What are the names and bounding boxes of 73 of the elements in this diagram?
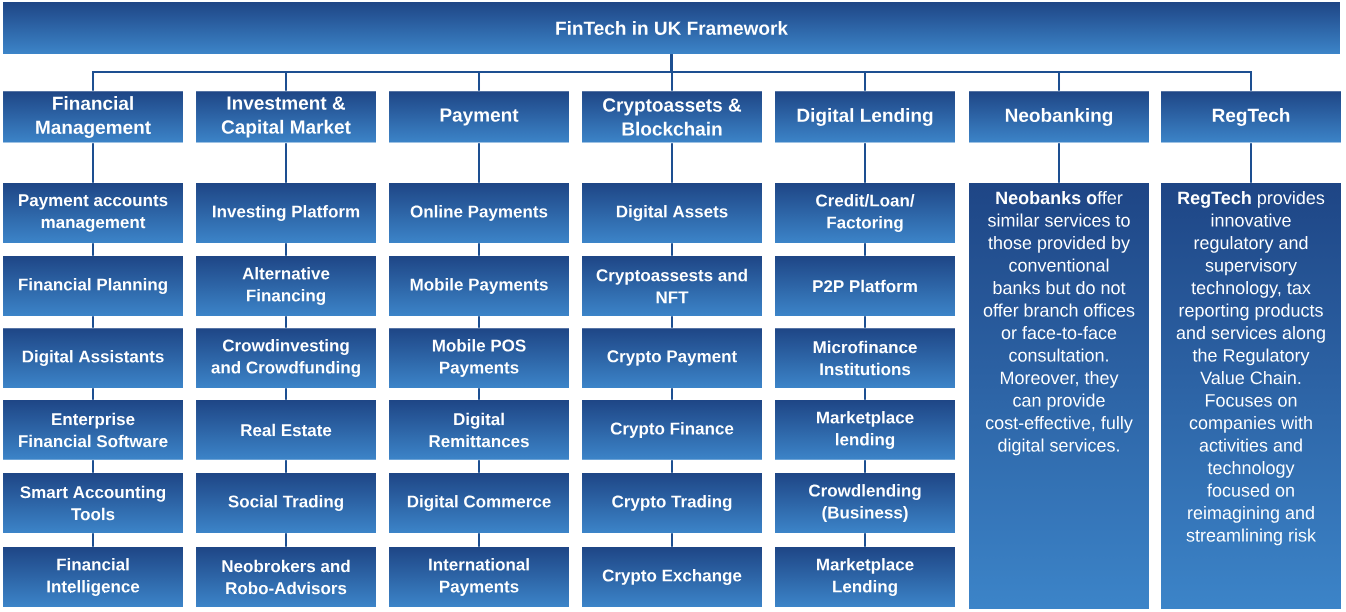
connector-line (864, 459, 866, 474)
connector-line (671, 142, 673, 184)
subcategory-label: International Payments (429, 558, 529, 596)
subcategory-label: Neobrokers and Robo-Advisors (222, 559, 350, 595)
category-title: Digital Lending (797, 108, 933, 126)
subcategory-label: Enterprise Financial Software (19, 412, 168, 448)
connector-line (671, 459, 673, 474)
subcategory-label: Digital Commerce (407, 495, 551, 511)
subcategory-label: Investing Platform (213, 205, 360, 221)
subcategory-label: Digital Remittances (429, 412, 529, 448)
connector-line (285, 532, 287, 548)
connector-line (478, 532, 480, 548)
connector-line (864, 315, 866, 329)
connector-line (864, 532, 866, 548)
connector-line (285, 459, 287, 474)
subcategory-label: Social Trading (228, 495, 343, 511)
connector-line (671, 532, 673, 548)
connector-line (1250, 142, 1252, 184)
connector-line (92, 387, 94, 401)
connector-line (1058, 142, 1060, 184)
subcategory-label: P2P Platform (813, 279, 917, 293)
subcategory-label: Digital Assets (616, 205, 728, 221)
subcategory-label: Online Payments (410, 205, 548, 221)
connector-line (92, 315, 94, 329)
subcategory-label: Cryptoassests and NFT (596, 268, 747, 304)
category-title: Financial Management (36, 96, 151, 138)
subcategory-label: Digital Assistants (22, 350, 164, 366)
subcategory-label: Crypto Payment (607, 350, 737, 366)
connector-line (864, 387, 866, 401)
subcategory-label: Financial Planning (19, 278, 167, 294)
subcategory-label: Financial Intelligence (47, 558, 140, 596)
category-title: Investment & Capital Market (221, 96, 351, 138)
connector-line (285, 315, 287, 329)
connector-line (285, 387, 287, 401)
connector-line (671, 242, 673, 257)
subcategory-label: Crypto Finance (610, 422, 734, 438)
subcategory-label: Crypto Trading (612, 495, 732, 511)
connector-line (285, 242, 287, 257)
subcategory-label: Crowdlending (Business) (809, 484, 921, 522)
description-text: RegTech provides innovative regulatory and supervisory technology, tax reporting products and services along the Regulatory Value Chain. Focuses on companies with activities and technology focused on reimagining and streamlining risk (1176, 191, 1325, 546)
connector-line (478, 315, 480, 329)
subcategory-label: Mobile Payments (410, 278, 548, 294)
connector-line (478, 242, 480, 257)
subcategory-label: Marketplace lending (817, 411, 914, 449)
connector-line (92, 532, 94, 548)
subcategory-label: Payment accounts management (19, 194, 168, 232)
category-title: Payment (440, 108, 519, 126)
subcategory-label: Alternative Financing (242, 267, 330, 305)
connector-line (864, 242, 866, 257)
category-title: Neobanking (1005, 108, 1113, 126)
connector-line (670, 53, 1252, 92)
connector-line (285, 142, 287, 184)
subcategory-label: Credit/Loan/ Factoring (816, 194, 915, 232)
connector-line (864, 142, 866, 184)
subcategory-label: Smart Accounting Tools (20, 485, 166, 521)
connector-line (92, 459, 94, 474)
connector-line (92, 142, 94, 184)
description-text: Neobanks offer similar services to those provided by conventional banks but do not offer branch offices or face-to-face consultation. Moreover, they can provide cost-effective, fully digital services. (983, 191, 1135, 456)
subcategory-label: Crypto Exchange (602, 569, 742, 585)
connector-line (478, 459, 480, 474)
header-title: FinTech in UK Framework (556, 21, 788, 35)
connector-line (478, 387, 480, 401)
category-title: Cryptoassets & Blockchain (603, 98, 742, 136)
subcategory-label: Crowdinvesting and Crowdfunding (211, 339, 360, 377)
subcategory-label: Marketplace Lending (817, 558, 914, 596)
subcategory-label: Real Estate (241, 423, 332, 437)
subcategory-label: Mobile POS Payments (432, 339, 526, 377)
connector-line (671, 315, 673, 329)
connector-line (671, 387, 673, 401)
connector-line (92, 242, 94, 257)
subcategory-label: Microfinance Institutions (813, 340, 917, 376)
connector-line (478, 142, 480, 184)
category-title: RegTech (1212, 108, 1290, 126)
